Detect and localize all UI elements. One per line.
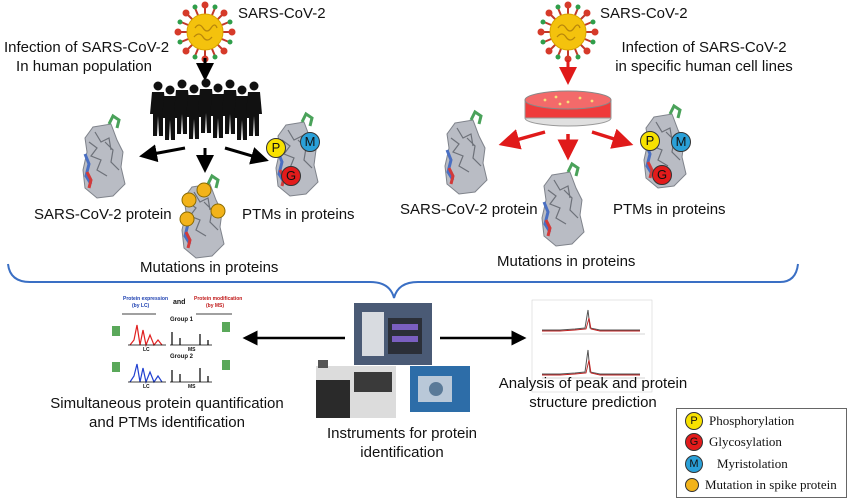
spike-protein-icon-left (81, 114, 127, 200)
virus-label-right: SARS-CoV-2 (600, 5, 688, 22)
orbitrap-instrument-icon (410, 366, 470, 412)
ptm-badge-g-left: G (281, 166, 301, 186)
mutation-markers-left (179, 182, 226, 227)
mutation-label-right: Mutations in proteins (497, 253, 636, 270)
spike-protein-icon-right (443, 110, 489, 196)
qf-by-lc: (by LC) (132, 303, 150, 309)
petri-dish-icon (524, 90, 612, 127)
arrow-to-ptm-right (591, 128, 634, 149)
infection-caption-left-line2: In human population (16, 58, 152, 75)
infection-caption-right: Infection of SARS-CoV-2 in specific huma… (604, 38, 804, 76)
grouping-brace (7, 263, 799, 299)
mutation-marker-icon (685, 478, 699, 493)
ptm-badge-g-right: G (652, 165, 672, 185)
analysis-caption: Analysis of peak and protein structure p… (486, 374, 700, 412)
qf-protein-expression: Protein expression (123, 296, 169, 302)
protein-label-right: SARS-CoV-2 protein (400, 201, 538, 218)
legend-label-myristolation: Myristolation (717, 456, 788, 472)
ptm-badge-p-right: P (640, 131, 660, 151)
arrow-to-ptm-left (224, 146, 269, 165)
legend-label-glycosylation: Glycosylation (709, 434, 782, 450)
arrow-to-protein-left (139, 144, 186, 163)
mutation-label-left: Mutations in proteins (140, 259, 279, 276)
instruments-caption-line2: identification (360, 444, 444, 461)
chromatogram-figure (531, 299, 653, 393)
virus-icon-right (536, 0, 600, 64)
legend-box: P Phosphorylation G Glycosylation M Myristo… (676, 408, 847, 498)
infection-caption-right-line2: in specific human cell lines (615, 58, 793, 75)
analysis-caption-line2: structure prediction (529, 394, 657, 411)
human-population-icon (150, 78, 262, 140)
legend-row-glycosylation: G Glycosylation (685, 433, 782, 452)
instruments-caption: Instruments for protein identification (314, 424, 490, 462)
spike-protein-mutation-icon-right (540, 162, 586, 248)
quantification-caption: Simultaneous protein quantification and … (32, 394, 302, 432)
legend-row-mutation: Mutation in spike protein (685, 476, 837, 493)
phosphorylation-icon: P (685, 412, 703, 431)
ptm-label-left: PTMs in proteins (242, 206, 355, 223)
infection-caption-left-line1: Infection of SARS-CoV-2 (4, 39, 170, 56)
qf-and: and (173, 299, 186, 306)
qf-group1: Group 1 (170, 317, 194, 323)
quantification-figure (108, 294, 240, 388)
virus-label-left: SARS-CoV-2 (238, 5, 326, 22)
mass-spectrometer-icon (316, 360, 396, 418)
qf-protein-modification: Protein modification (194, 296, 243, 302)
legend-label-mutation: Mutation in spike protein (705, 477, 837, 493)
protein-label-left: SARS-CoV-2 protein (34, 206, 172, 223)
infection-caption-left: Infection of SARS-CoV-2 In human populat… (4, 38, 170, 76)
qf-lc-2: LC (143, 384, 150, 390)
virus-icon-left (173, 0, 237, 64)
qf-ms-1: MS (188, 347, 196, 353)
arrow-to-protein-right (498, 129, 546, 150)
legend-row-myristolation: M Myristolation (685, 455, 788, 474)
infection-caption-right-line1: Infection of SARS-CoV-2 (621, 39, 787, 56)
legend-row-phosphorylation: P Phosphorylation (685, 412, 795, 431)
qf-lc-1: LC (143, 347, 150, 353)
legend-label-phosphorylation: Phosphorylation (709, 413, 795, 429)
ptm-badge-m-right: M (671, 132, 691, 152)
ptm-badge-m-left: M (300, 132, 320, 152)
quantification-caption-line2: and PTMs identification (89, 414, 245, 431)
qf-group2: Group 2 (170, 354, 194, 360)
instruments-caption-line1: Instruments for protein (326, 425, 478, 442)
ptm-label-right: PTMs in proteins (613, 201, 726, 218)
qf-ms-2: MS (188, 384, 196, 390)
analysis-caption-line1: Analysis of peak and protein (498, 375, 688, 392)
myristolation-icon: M (685, 455, 703, 474)
qf-by-ms: (by MS) (206, 303, 225, 309)
ptm-badge-p-left: P (266, 138, 286, 158)
glycosylation-icon: G (685, 433, 703, 452)
lc-ms-instrument-icon (354, 303, 432, 365)
quantification-caption-line1: Simultaneous protein quantification (50, 395, 284, 412)
